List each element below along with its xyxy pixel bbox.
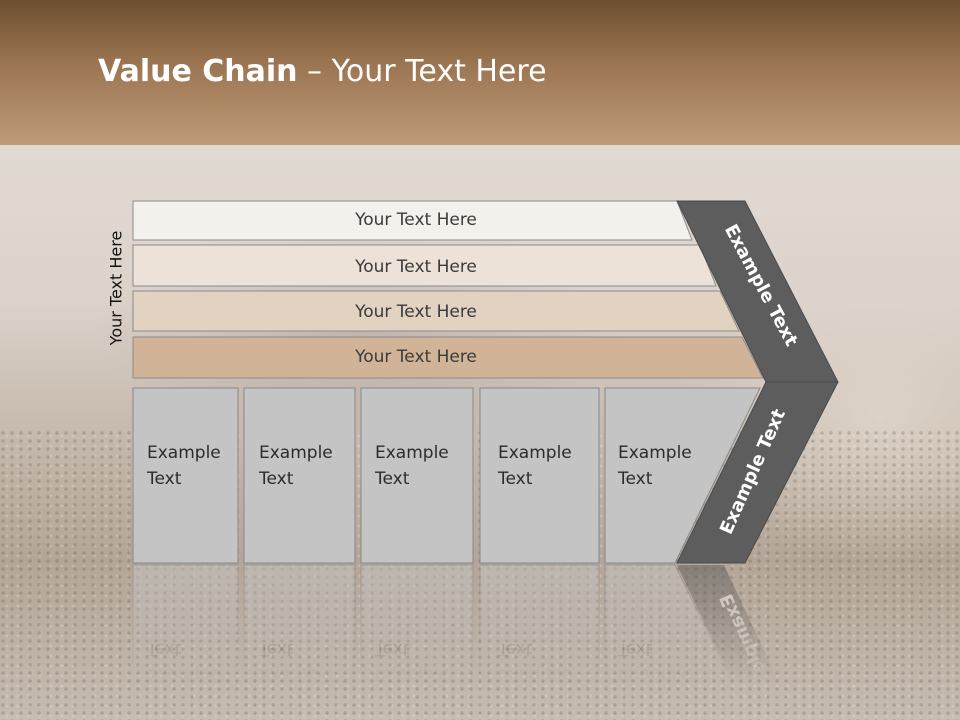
box-reflection-3-line2: Text bbox=[374, 639, 410, 659]
box-reflection-1-line2: Text bbox=[146, 639, 182, 659]
activity-box-2-line1: Example bbox=[259, 443, 333, 463]
value-bar-4-label: Your Text Here bbox=[354, 347, 477, 367]
activity-box-1[interactable] bbox=[132, 387, 239, 564]
box-reflection-2-line2: Text bbox=[258, 639, 294, 659]
reflection: Example Text Example Text Example Text E… bbox=[132, 564, 797, 720]
box-reflection-3-line1: Example bbox=[375, 665, 449, 685]
activity-box-3-line1: Example bbox=[375, 443, 449, 463]
title-rest: – Your Text Here bbox=[297, 54, 547, 89]
activity-box-5-line1: Example bbox=[618, 443, 692, 463]
box-reflection-3 bbox=[360, 564, 474, 720]
value-bar-2-label: Your Text Here bbox=[354, 257, 477, 277]
box-reflection-4-line1: Example bbox=[498, 665, 572, 685]
chevron-reflection bbox=[677, 565, 797, 720]
activity-box-4-line1: Example bbox=[498, 443, 572, 463]
value-bar-2[interactable] bbox=[132, 244, 717, 287]
box-reflection-1-line1: Example bbox=[147, 665, 221, 685]
activity-box-1-line2: Text bbox=[146, 469, 182, 489]
activity-box-3-line2: Text bbox=[374, 469, 410, 489]
value-bar-4[interactable] bbox=[132, 336, 764, 379]
activity-box-1-line1: Example bbox=[147, 443, 221, 463]
box-reflection-5-line1: Example bbox=[618, 665, 692, 685]
title-bold: Value Chain bbox=[98, 54, 298, 89]
value-bar-1-label: Your Text Here bbox=[354, 210, 477, 230]
value-bar-1[interactable] bbox=[132, 200, 693, 241]
activity-box-5[interactable] bbox=[604, 387, 761, 564]
activity-boxes: Example Text Example Text Example Text E… bbox=[132, 387, 761, 564]
value-bars: Your Text Here Your Text Here Your Text … bbox=[132, 200, 764, 379]
activity-box-2[interactable] bbox=[243, 387, 356, 564]
box-reflection-2 bbox=[243, 564, 356, 720]
box-reflection-1 bbox=[132, 564, 239, 720]
chevron-lower-arm[interactable] bbox=[676, 381, 839, 564]
activity-box-3[interactable] bbox=[360, 387, 474, 564]
box-reflection-4-line2: Text bbox=[497, 639, 533, 659]
box-reflection-4 bbox=[479, 564, 600, 720]
activity-box-5-line2: Text bbox=[617, 469, 653, 489]
activity-box-2-line2: Text bbox=[258, 469, 294, 489]
box-reflection-2-line1: Example bbox=[259, 665, 333, 685]
activity-box-4[interactable] bbox=[479, 387, 600, 564]
value-bar-3-label: Your Text Here bbox=[354, 302, 477, 322]
page-title: Value Chain – Your Text Here bbox=[98, 54, 547, 89]
box-reflection-5 bbox=[604, 564, 751, 720]
box-reflection-5-line2: Text bbox=[617, 639, 653, 659]
title-banner: Value Chain – Your Text Here bbox=[0, 0, 960, 145]
activity-box-4-line2: Text bbox=[497, 469, 533, 489]
value-bar-3[interactable] bbox=[132, 290, 740, 332]
